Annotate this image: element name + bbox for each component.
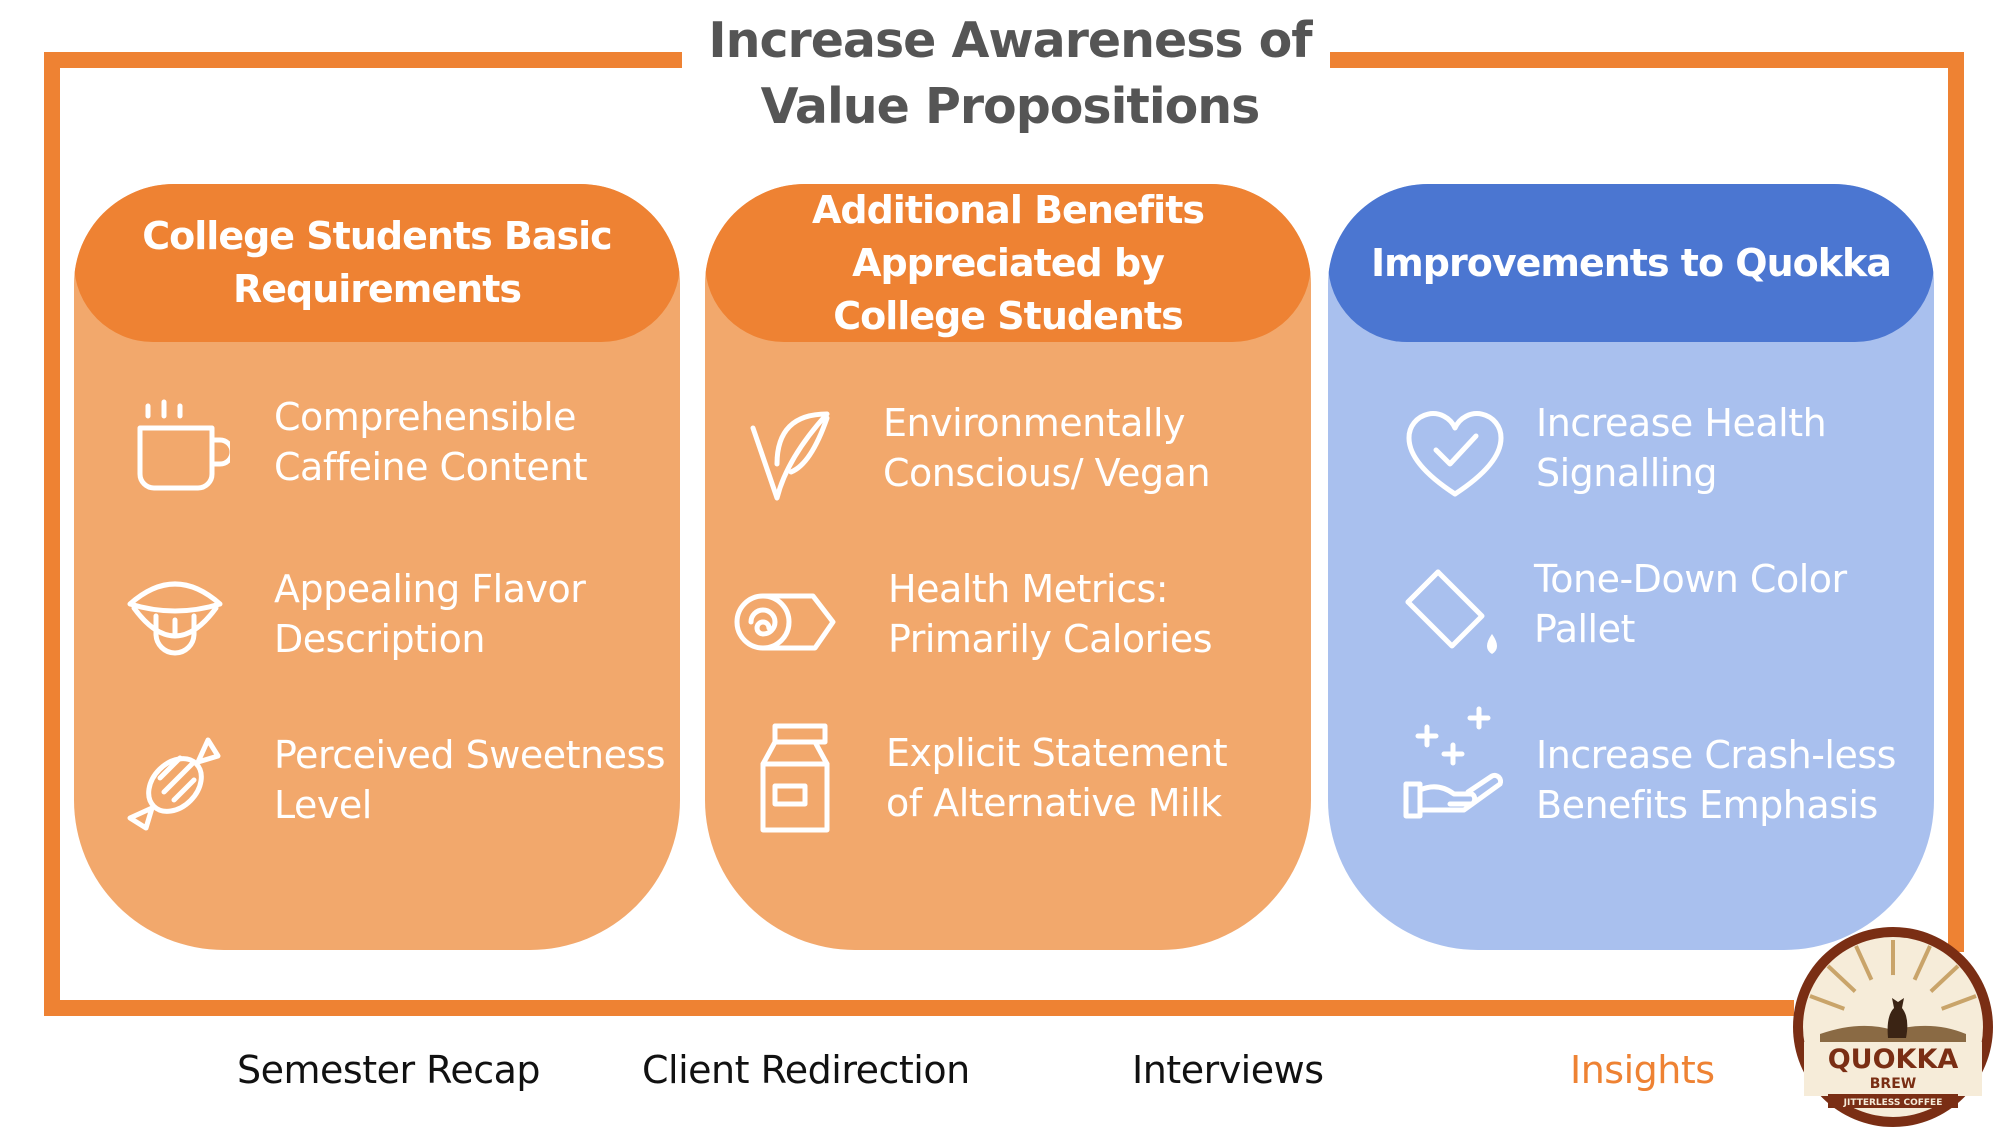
item-line: Primarily Calories: [888, 617, 1213, 661]
candy-icon: [127, 737, 221, 831]
item-line: Health Metrics:: [888, 567, 1169, 611]
slide-title: Increase Awareness of Value Propositions: [690, 8, 1330, 140]
card-title-line: Improvements to Quokka: [1371, 240, 1892, 285]
item-text: Comprehensible Caffeine Content: [274, 392, 588, 492]
item-line: Signalling: [1536, 451, 1718, 495]
item-text: Perceived Sweetness Level: [274, 730, 666, 830]
item-text: Environmentally Conscious/ Vegan: [883, 398, 1211, 498]
frame-left: [44, 52, 60, 1016]
item-line: Benefits Emphasis: [1536, 783, 1878, 827]
item-line: Appealing Flavor: [274, 567, 586, 611]
card-additional-benefits: Additional Benefits Appreciated by Colle…: [705, 184, 1311, 950]
item-line: Pallet: [1534, 607, 1635, 651]
card-title-line: Appreciated by: [852, 240, 1165, 285]
item-line: Conscious/ Vegan: [883, 451, 1211, 495]
coffee-mug-icon: [137, 399, 230, 491]
list-item: Comprehensible Caffeine Content: [74, 392, 680, 512]
card-title-line: College Students: [833, 293, 1183, 338]
item-line: Tone-Down Color: [1534, 557, 1847, 601]
heart-check-icon: [1406, 411, 1504, 497]
item-line: Level: [274, 783, 372, 827]
card-improvements: Improvements to Quokka Increase Health S…: [1328, 184, 1934, 950]
list-item: Increase Health Signalling: [1328, 398, 1934, 518]
tongue-icon: [127, 581, 223, 656]
card-title-line: Additional Benefits: [812, 187, 1205, 232]
list-item: Environmentally Conscious/ Vegan: [705, 398, 1311, 518]
item-line: Increase Crash-less: [1536, 733, 1896, 777]
title-line-2: Value Propositions: [760, 78, 1261, 135]
list-item: Explicit Statement of Alternative Milk: [705, 723, 1311, 848]
hand-plus-icon: [1403, 706, 1504, 819]
item-line: Perceived Sweetness: [274, 733, 666, 777]
item-text: Appealing Flavor Description: [274, 564, 586, 664]
card-header: Additional Benefits Appreciated by Colle…: [705, 184, 1311, 342]
item-line: Description: [274, 617, 485, 661]
list-item: Tone-Down Color Pallet: [1328, 554, 1934, 674]
card-header: Improvements to Quokka: [1328, 184, 1934, 342]
quokka-brew-logo: QUOKKA BREW JITTERLESS COFFEE: [1793, 927, 1993, 1127]
item-line: of Alternative Milk: [886, 781, 1222, 825]
card-basic-requirements: College Students Basic Requirements Comp…: [74, 184, 680, 950]
nav-client-redirection[interactable]: Client Redirection: [642, 1048, 970, 1092]
item-text: Increase Health Signalling: [1536, 398, 1827, 498]
item-line: Increase Health: [1536, 401, 1827, 445]
nav-insights[interactable]: Insights: [1570, 1048, 1715, 1092]
item-line: Environmentally: [883, 401, 1186, 445]
list-item: Increase Crash-less Benefits Emphasis: [1328, 706, 1934, 850]
yoga-mat-icon: [734, 593, 836, 651]
frame-bottom: [44, 1000, 1794, 1016]
item-line: Caffeine Content: [274, 445, 588, 489]
list-item: Perceived Sweetness Level: [74, 730, 680, 850]
logo-name: QUOKKA: [1828, 1044, 1959, 1075]
leaf-icon: [750, 411, 830, 501]
item-line: Explicit Statement: [886, 731, 1228, 775]
item-text: Explicit Statement of Alternative Milk: [886, 728, 1228, 828]
title-line-1: Increase Awareness of: [708, 12, 1312, 69]
list-item: Health Metrics: Primarily Calories: [705, 564, 1311, 684]
list-item: Appealing Flavor Description: [74, 564, 680, 684]
logo-sub: BREW: [1870, 1076, 1916, 1092]
nav-semester-recap[interactable]: Semester Recap: [237, 1048, 541, 1092]
card-title-line: Requirements: [232, 267, 522, 311]
item-text: Health Metrics: Primarily Calories: [888, 564, 1213, 664]
card-title-line: College Students Basic: [142, 214, 612, 258]
milk-carton-icon: [760, 723, 830, 833]
item-text: Increase Crash-less Benefits Emphasis: [1536, 730, 1896, 830]
nav-interviews[interactable]: Interviews: [1132, 1048, 1324, 1092]
frame-top-right: [1330, 52, 1964, 68]
item-line: Comprehensible: [274, 395, 577, 439]
item-text: Tone-Down Color Pallet: [1534, 554, 1847, 654]
frame-top-left: [44, 52, 682, 68]
frame-right: [1948, 52, 1964, 952]
logo-tagline: JITTERLESS COFFEE: [1843, 1098, 1943, 1108]
card-header: College Students Basic Requirements: [74, 184, 680, 342]
paint-bucket-icon: [1405, 569, 1497, 654]
